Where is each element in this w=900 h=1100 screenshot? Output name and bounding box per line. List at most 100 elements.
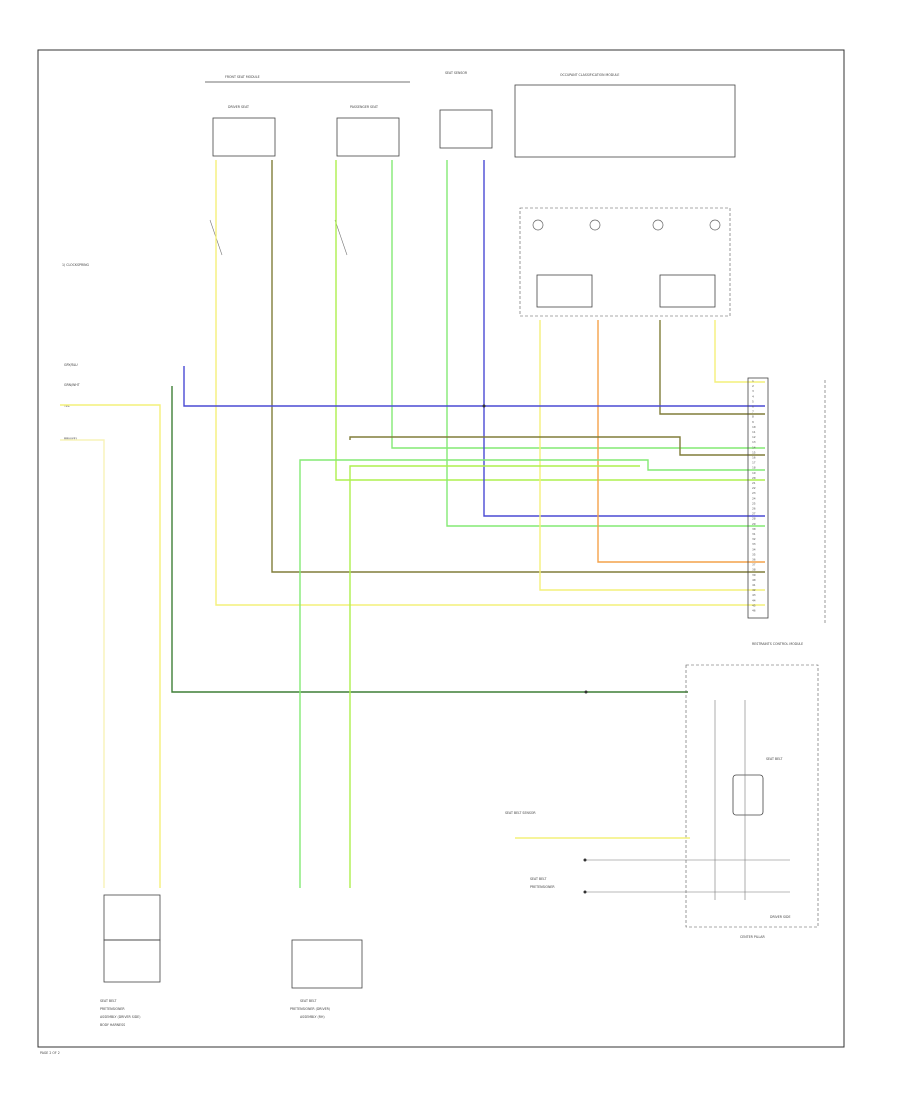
wire-lime-v1 [335, 160, 765, 481]
connector-pin-label: 24 [752, 496, 756, 500]
wire-yellow-v3 [714, 320, 765, 383]
connector-pin-label: 29 [752, 522, 756, 526]
splice-dot-2 [583, 858, 587, 862]
connector-pin-label: 5 [752, 399, 754, 403]
bottom-mid-label-3: ASSEMBLY (RH) [300, 1015, 325, 1019]
bottom-mid-label-1: SEAT BELT [300, 999, 316, 1003]
connector-pin-label: 23 [752, 491, 756, 495]
connector-pin-label: 13 [752, 440, 756, 444]
center-sensor-label: SEAT SENSOR [445, 71, 468, 75]
wire-d-label: BRN/YEL [64, 437, 78, 441]
occupant-sensor-group [519, 207, 731, 317]
connector-pin-label: 26 [752, 507, 756, 511]
wire-green-h [171, 386, 688, 693]
connector-pin-label: 45 [752, 603, 756, 607]
bottom-left-label-1: SEAT BELT [100, 999, 116, 1003]
center-pillar-label: CENTER PILLAR [740, 935, 765, 939]
wire-a-label: GRY/BLU [64, 363, 78, 367]
connector-pin-label: 21 [752, 481, 756, 485]
splice-dot-3 [583, 890, 587, 894]
right-label-1: SEAT BELT SENSOR [505, 811, 536, 815]
wire-yellow-v2 [539, 320, 765, 591]
connector-pin-label: 38 [752, 568, 756, 572]
connector-pin-label: 12 [752, 435, 756, 439]
connector-pin-label: 1 [752, 379, 754, 383]
connector-pin-label: 34 [752, 547, 756, 551]
bottom-left-label-2: PRETENSIONER [100, 1007, 125, 1011]
connector-pin-label: 39 [752, 573, 756, 577]
connector-pin-label: 37 [752, 563, 756, 567]
pretensioner-mid-box [291, 939, 363, 989]
occupant-module-label: OCCUPANT CLASSIFICATION MODULE [560, 73, 619, 77]
front-seat-module-label: FRONT SEAT MODULE [225, 75, 260, 79]
connector-pin-label: 40 [752, 578, 756, 582]
sensor-4 [709, 219, 721, 231]
connector-pin-label: 7 [752, 410, 754, 414]
occupant-module-box [514, 84, 736, 158]
sensor-3 [652, 219, 664, 231]
connector-pin-labels: 1234567891011121314151617181920212223242… [752, 379, 756, 613]
main-connector [747, 377, 769, 619]
wire-blue-v1 [483, 160, 765, 517]
connector-pin-label: 2 [752, 384, 754, 388]
connector-pin-label: 9 [752, 420, 754, 424]
splice-dot-1 [584, 690, 588, 694]
connector-pin-label: 6 [752, 405, 754, 409]
wire-olive-v1 [271, 160, 765, 573]
connector-pin-label: 46 [752, 609, 756, 613]
connector-pin-label: 43 [752, 593, 756, 597]
connector-pin-label: 4 [752, 394, 754, 398]
connector-pin-label: 18 [752, 466, 756, 470]
wire-green-v1 [391, 160, 765, 449]
connector-pin-label: 8 [752, 415, 754, 419]
connector-pin-label: 20 [752, 476, 756, 480]
sensor-inner-box-2 [659, 274, 716, 308]
connector-pin-label: 16 [752, 456, 756, 460]
center-pillar-box [685, 664, 819, 928]
wire-green-mid [299, 459, 765, 888]
seat-belt-sensor [732, 774, 764, 816]
connector-pin-label: 35 [752, 552, 756, 556]
passenger-seat-label: PASSENGER SEAT [350, 105, 378, 109]
sensor-inner-box-1 [536, 274, 593, 308]
footer-label: PAGE 2 OF 2 [40, 1051, 60, 1055]
wire-yellow-h2 [60, 439, 105, 888]
connector-pin-label: 19 [752, 471, 756, 475]
center-sensor-box [439, 109, 493, 149]
bottom-mid-label-2: PRETENSIONER (DRIVER) [290, 1007, 330, 1011]
pretensioner-left-lower [103, 939, 161, 983]
sensor-2 [589, 219, 601, 231]
connector-pin-label: 28 [752, 517, 756, 521]
connector-pin-label: 32 [752, 537, 756, 541]
left-note: 1) CLOCKSPRING [62, 263, 89, 267]
right-label-3: PRETENSIONER [530, 885, 555, 889]
seat-belt-sensor-note: DRIVER SIDE [770, 915, 790, 919]
wire-yellow-v1 [215, 160, 765, 606]
bottom-left-label-4: BODY HARNESS [100, 1023, 125, 1027]
diagram-frame [37, 49, 845, 1048]
connector-pin-label: 11 [752, 430, 756, 434]
wire-green-v2 [446, 160, 765, 527]
wire-olive-mid [349, 436, 765, 456]
connector-pin-label: 36 [752, 558, 756, 562]
right-label-2: SEAT BELT [530, 877, 546, 881]
sensor-1 [532, 219, 544, 231]
wire-b-label: GRN/WHT [64, 383, 80, 387]
wire-olive-v2 [659, 320, 765, 415]
driver-seat-label: DRIVER SEAT [228, 105, 249, 109]
connector-pin-label: 25 [752, 501, 756, 505]
connector-pin-label: 44 [752, 598, 756, 602]
wire-c-label: YEL [64, 404, 70, 408]
driver-seat-box [212, 117, 276, 157]
bottom-left-label-3: ASSEMBLY (DRIVER SIDE) [100, 1015, 140, 1019]
connector-pin-label: 41 [752, 583, 756, 587]
wire-orange-v1 [597, 320, 765, 563]
connector-pin-label: 22 [752, 486, 756, 490]
connector-pin-label: 31 [752, 532, 756, 536]
splice-dot-4 [482, 404, 486, 408]
connector-pin-label: 15 [752, 450, 756, 454]
connector-pin-label: 42 [752, 588, 756, 592]
wire-blue-h [183, 366, 765, 407]
connector-pin-label: 27 [752, 512, 756, 516]
